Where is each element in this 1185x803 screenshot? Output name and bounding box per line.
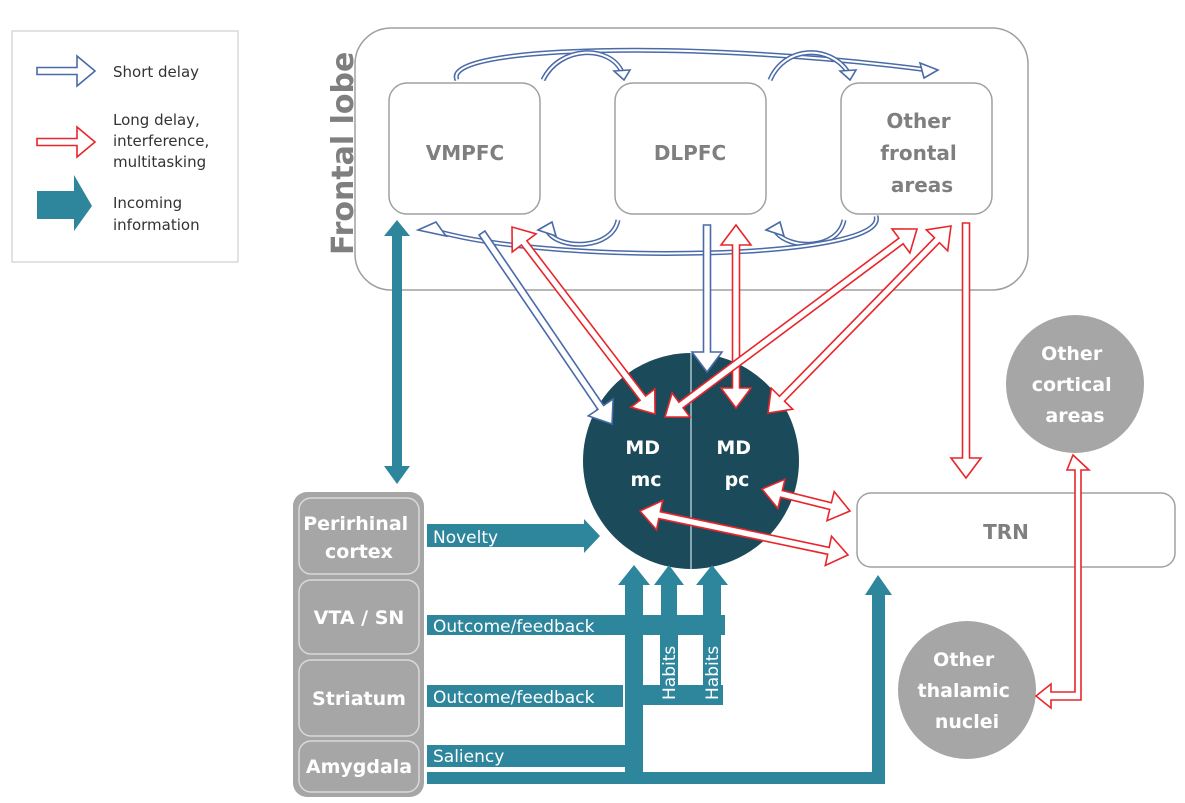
saliency-label: Saliency: [433, 747, 504, 767]
trn-box[interactable]: [856, 492, 1176, 568]
solid-teal-arrow-icon: [37, 175, 92, 231]
novelty-label: Novelty: [433, 528, 498, 548]
vta-outcome-band: [427, 615, 725, 635]
cortical-thalamic-arrow: [1034, 453, 1092, 710]
other-thalamic-circle[interactable]: [898, 621, 1036, 759]
other-cortical-areas: Other cortical areas: [1006, 315, 1144, 453]
dlpfc-to-other-frontal-curve-head: [838, 69, 858, 82]
source-perirhinal[interactable]: [298, 497, 420, 575]
mdmc-trn-arrow: [638, 499, 850, 567]
vmpfc-to-other-frontal-curve-head: [918, 61, 940, 80]
source-regions: Perirhinal cortex VTA / SN Striatum Amyg…: [293, 492, 424, 797]
other-thalamic-label: Other thalamic nuclei: [918, 649, 1017, 733]
other-frontal-mdmc-long-arrow: [663, 228, 919, 418]
vmpfc-box[interactable]: [388, 82, 541, 215]
vta-sn-label: VTA / SN: [314, 607, 405, 629]
vmpfc-to-dlpfc-curve-head: [612, 69, 632, 82]
dlpfc-to-vmpfc-curve-inner: [547, 219, 619, 246]
md-input-arrow-2: [654, 565, 684, 615]
dlpfc-mdpc-long-arrow: [719, 223, 753, 410]
md-mc-label: MD mc: [625, 437, 666, 491]
legend-red-arrow-shape: [36, 125, 97, 159]
vmpfc-mdmc-long-arrow: [511, 225, 656, 416]
other-frontal-to-trn-arrow: [949, 222, 983, 480]
legend-label-short-delay: Short delay: [113, 63, 199, 81]
trn-label: TRN: [983, 520, 1029, 544]
habits-label-1: Habits: [660, 646, 680, 700]
incoming-information: Novelty Outcome/feedback Habits Habits O…: [384, 220, 892, 784]
amygdala-label: Amygdala: [306, 756, 412, 778]
other-frontal-mdpc-long-arrow: [767, 225, 952, 414]
dlpfc-label: DLPFC: [654, 141, 726, 165]
hollow-blue-arrow-icon: [36, 54, 97, 88]
habits-label-2: Habits: [703, 646, 723, 700]
other-cortical-circle[interactable]: [1006, 315, 1144, 453]
intra-frontal-connections: [415, 47, 940, 256]
other-frontal-to-vmpfc-curve-head: [415, 221, 448, 238]
other-frontal-to-dlpfc-curve-head: [764, 220, 786, 238]
md-frontal-connections: [477, 222, 1092, 710]
perirhinal-label: Perirhinal cortex: [303, 513, 415, 563]
vta-outcome-label: Outcome/feedback: [433, 617, 595, 637]
dlpfc-to-mdpc-arrow: [690, 224, 724, 374]
dlpfc-to-vmpfc-curve-head: [536, 220, 558, 238]
trn: TRN: [856, 492, 1176, 568]
dlpfc-to-other-frontal-curve-inner: [769, 51, 849, 81]
md-input-arrow-3: [696, 565, 728, 705]
legend: Short delay Long delay, interference, mu…: [11, 30, 239, 263]
vmpfc-to-dlpfc-curve-inner: [542, 51, 623, 81]
vmpfc-to-mdmc-arrow: [477, 229, 614, 426]
frontal-lobe-title: Frontal lobe: [326, 52, 361, 255]
legend-blue-arrow-shape: [36, 54, 97, 88]
vmpfc-label: VMPFC: [426, 141, 504, 165]
other-frontal-box[interactable]: [840, 82, 993, 215]
dlpfc-box[interactable]: [614, 82, 767, 215]
md-input-arrow-1: [618, 565, 650, 782]
other-frontal-label: Other frontal areas: [880, 109, 963, 197]
hollow-red-arrow-icon: [36, 125, 97, 159]
source-vta-sn[interactable]: [298, 579, 420, 655]
striatum-outcome-label: Outcome/feedback: [433, 688, 595, 708]
other-cortical-label: Other cortical areas: [1032, 343, 1119, 427]
striatum-label: Striatum: [312, 688, 406, 710]
other-thalamic-nuclei: Other thalamic nuclei: [898, 621, 1036, 759]
saliency-band: [427, 745, 643, 767]
striatum-outcome-band: [427, 685, 623, 707]
mdpc-trn-arrow: [760, 477, 852, 523]
frontal-lobe: Frontal lobe VMPFC DLPFC Other frontal a…: [326, 27, 1029, 291]
legend-label-long-delay: Long delay, interference, multitasking: [113, 111, 214, 171]
source-amygdala[interactable]: [298, 740, 420, 793]
novelty-arrow: [427, 519, 600, 553]
md-pc-label: MD pc: [716, 437, 757, 491]
source-striatum[interactable]: [298, 659, 420, 737]
frontal-source-double-arrow: [384, 220, 410, 484]
legend-label-incoming: Incoming information: [113, 194, 200, 234]
habits-band-2: [643, 685, 723, 705]
